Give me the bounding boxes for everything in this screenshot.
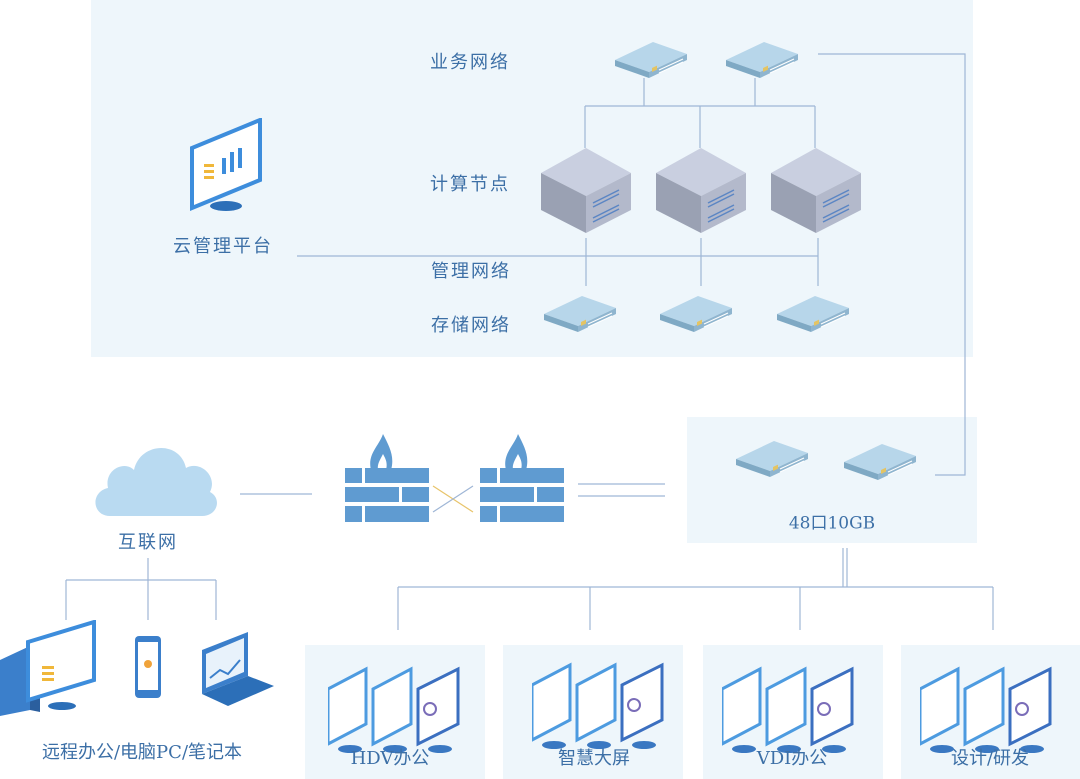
core-switch-icon [844,440,916,480]
business-switch-icon [726,38,798,78]
terminal-label-design: 设计/研发 [950,748,1030,769]
internet-label: 互联网 [118,532,178,553]
server-icon [771,148,861,233]
business-network-label: 业务网络 [430,52,510,73]
remote-office-label: 远程办公/电脑PC/笔记本 [41,742,243,763]
terminal-label-screen: 智慧大屏 [558,748,630,769]
storage-switch-icon [777,292,849,332]
laptop-icon [202,632,274,706]
server-icon [656,148,746,233]
server-icon [541,148,631,233]
core-switch-label: 48口10GB [788,513,876,534]
cloud-management-label: 云管理平台 [173,236,273,257]
management-network-label: 管理网络 [431,261,511,282]
desktop-pc-icon [0,620,96,716]
management-monitor-icon [190,118,262,211]
terminal-label-hdv: HDV办公 [350,748,430,769]
storage-switch-icon [660,292,732,332]
compute-nodes-label: 计算节点 [430,174,510,195]
cloud-icon [95,447,217,516]
firewall-icon [345,432,429,524]
terminal-label-vdi: VDI办公 [756,748,828,769]
core-switch-panel [687,417,977,543]
business-switch-icon [615,38,687,78]
firewall-icon [480,432,564,524]
phone-icon [135,636,161,698]
storage-switch-icon [544,292,616,332]
storage-network-label: 存储网络 [431,315,511,336]
core-switch-icon [736,437,808,477]
